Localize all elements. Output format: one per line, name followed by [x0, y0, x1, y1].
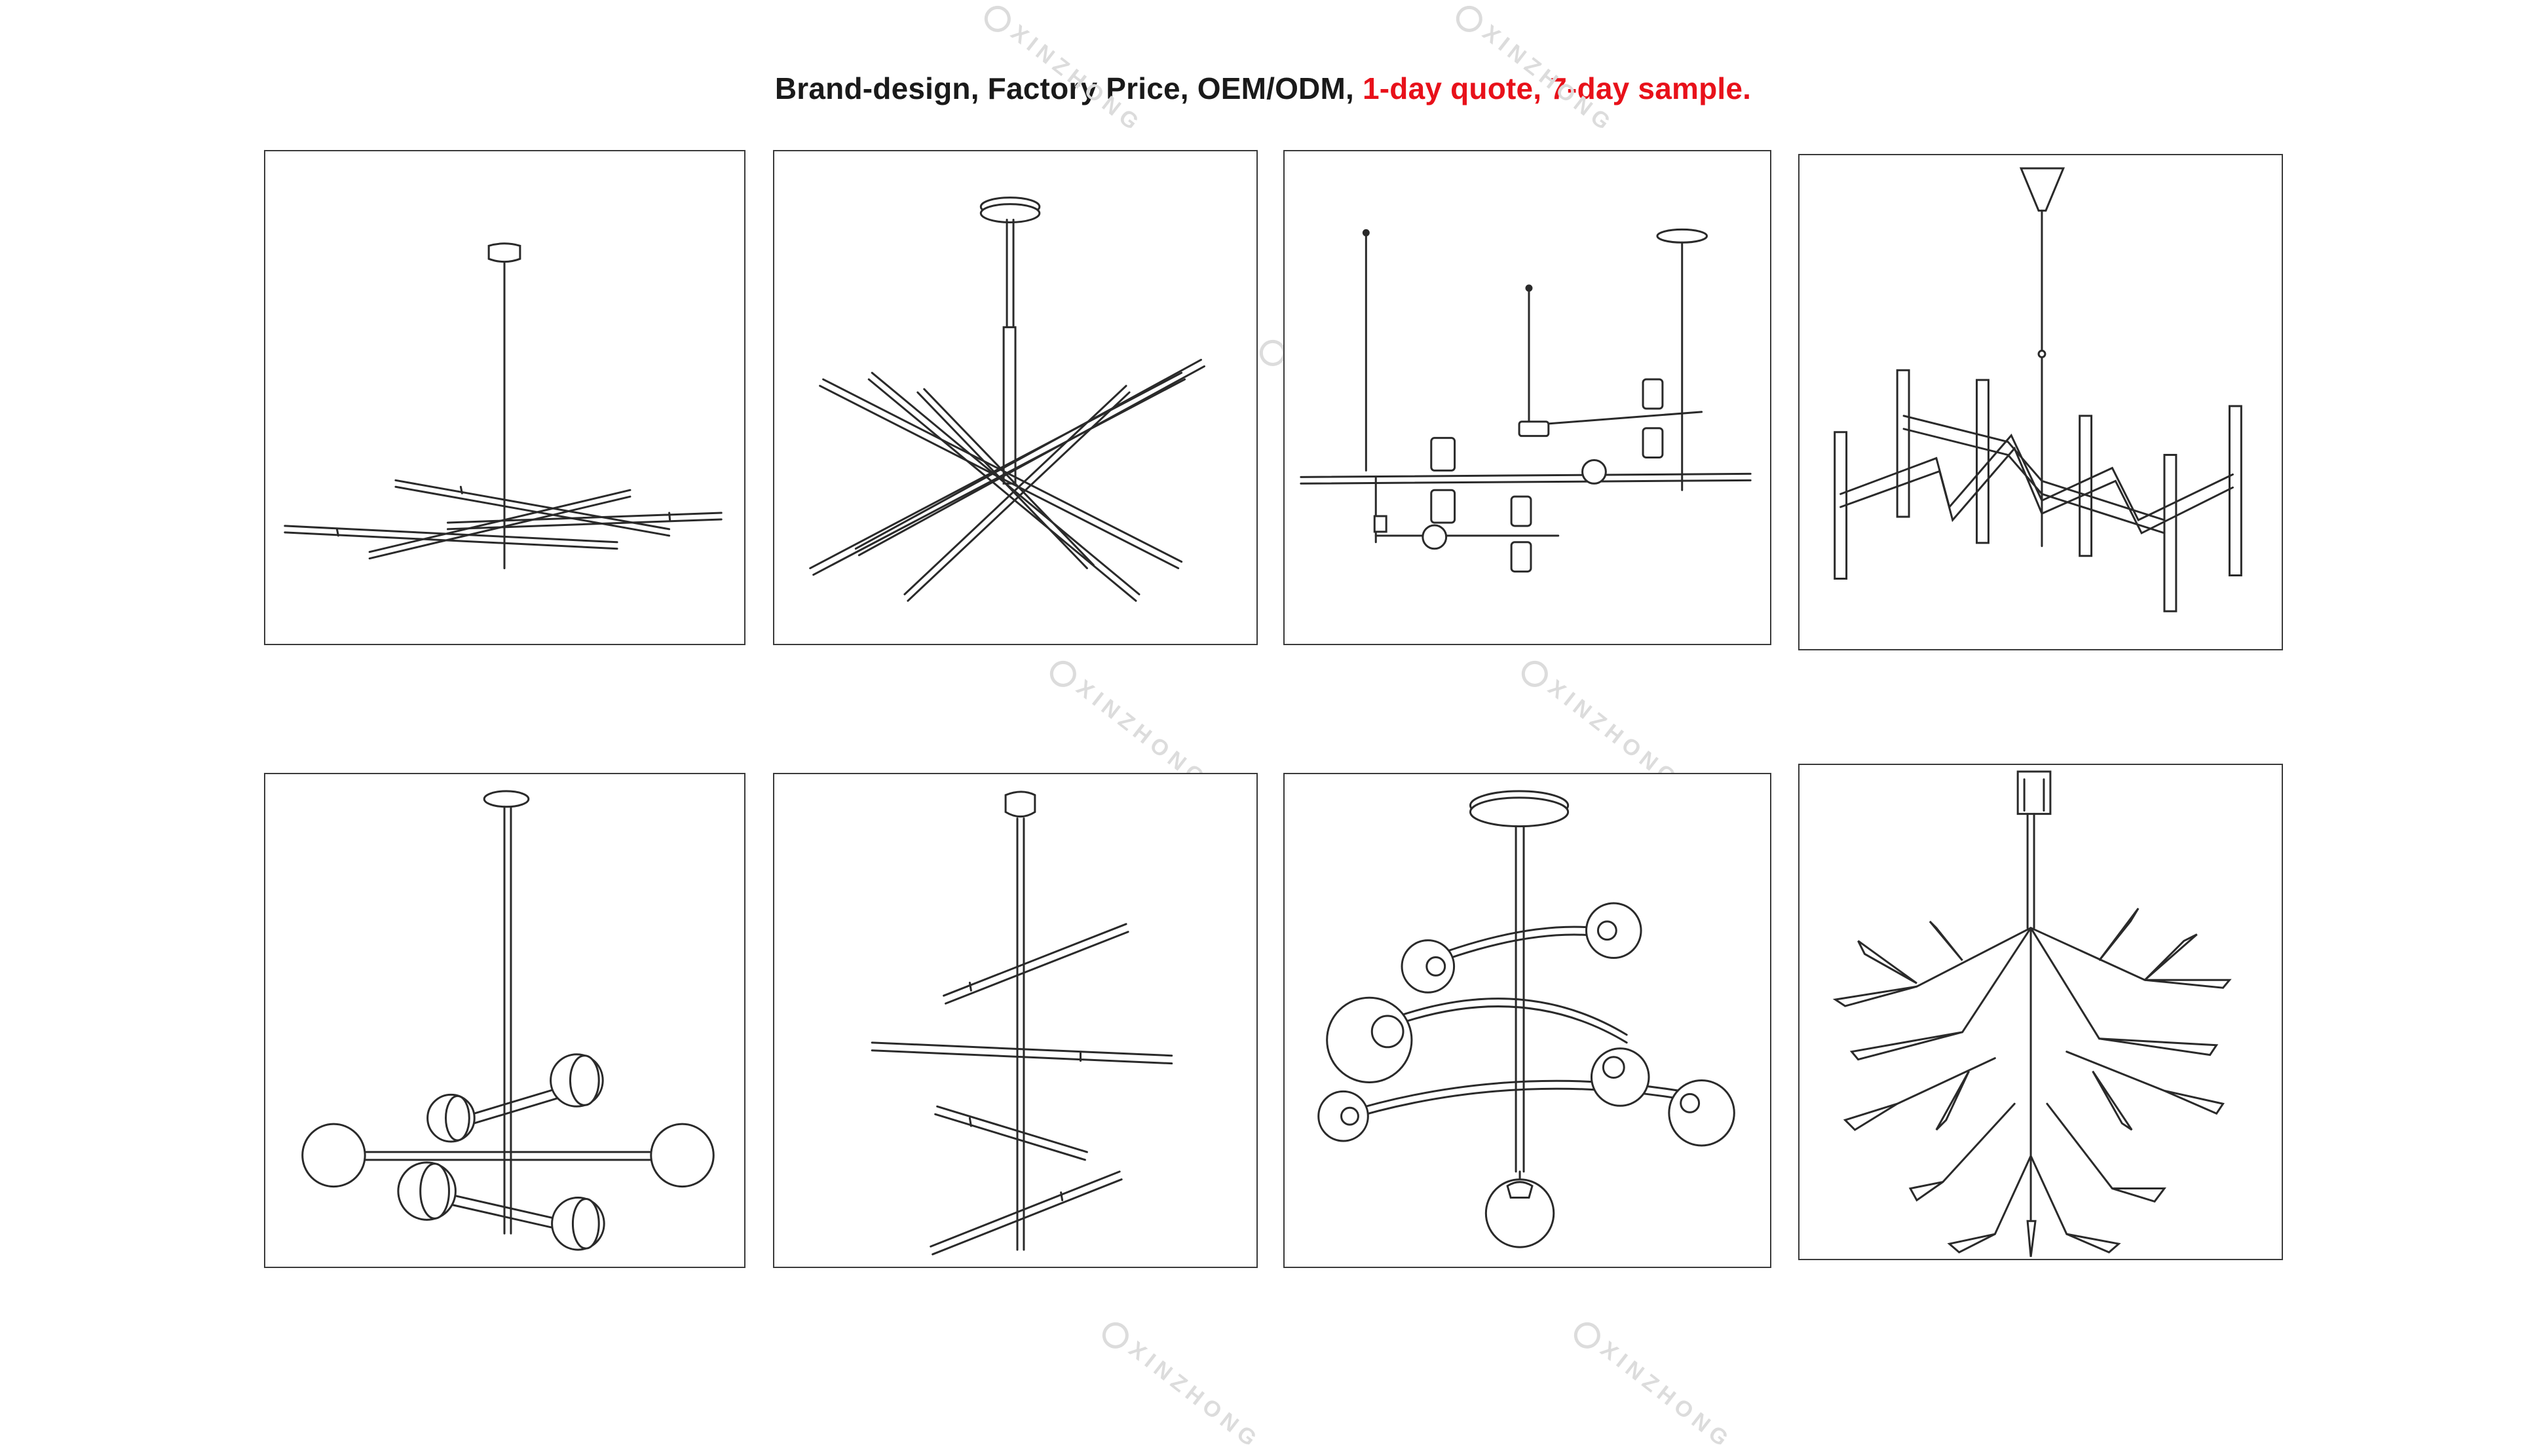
product-panel-3: [1283, 150, 1771, 645]
watermark: XINZHONG: [1568, 1316, 1737, 1456]
product-panel-6: [773, 773, 1258, 1268]
watermark: XINZHONG: [1097, 1316, 1265, 1456]
watermark-logo-icon: [1450, 0, 1488, 37]
vertical-stick-chandelier-icon: [774, 774, 1256, 1267]
product-panel-7: [1283, 773, 1771, 1268]
headline-accent: 1-day quote, 7-day sample.: [1362, 71, 1752, 105]
product-panel-8: [1798, 764, 2283, 1260]
globe-cross-chandelier-icon: [265, 774, 744, 1267]
watermark-logo-icon: [1516, 655, 1553, 692]
product-panel-1: [264, 150, 745, 645]
watermark-logo-icon: [1044, 655, 1082, 692]
arched-globe-chandelier-icon: [1285, 774, 1770, 1267]
product-panel-2: [773, 150, 1258, 645]
linear-stick-chandelier-icon: [265, 151, 744, 644]
product-panel-4: [1798, 154, 2283, 650]
starburst-stick-chandelier-icon: [774, 151, 1256, 644]
watermark: XINZHONG: [979, 0, 1147, 140]
modular-linear-chandelier-icon: [1285, 151, 1770, 644]
product-panel-5: [264, 773, 745, 1268]
headline-main: Brand-design, Factory Price, OEM/ODM,: [774, 71, 1354, 105]
headline: Brand-design, Factory Price, OEM/ODM, 1-…: [0, 71, 2526, 106]
watermark: XINZHONG: [1450, 0, 1619, 140]
watermark-logo-icon: [979, 0, 1016, 37]
watermark-logo-icon: [1097, 1316, 1134, 1354]
zigzag-candle-chandelier-icon: [1800, 155, 2282, 649]
watermark-logo-icon: [1568, 1316, 1606, 1354]
leaf-branch-chandelier-icon: [1800, 765, 2282, 1259]
